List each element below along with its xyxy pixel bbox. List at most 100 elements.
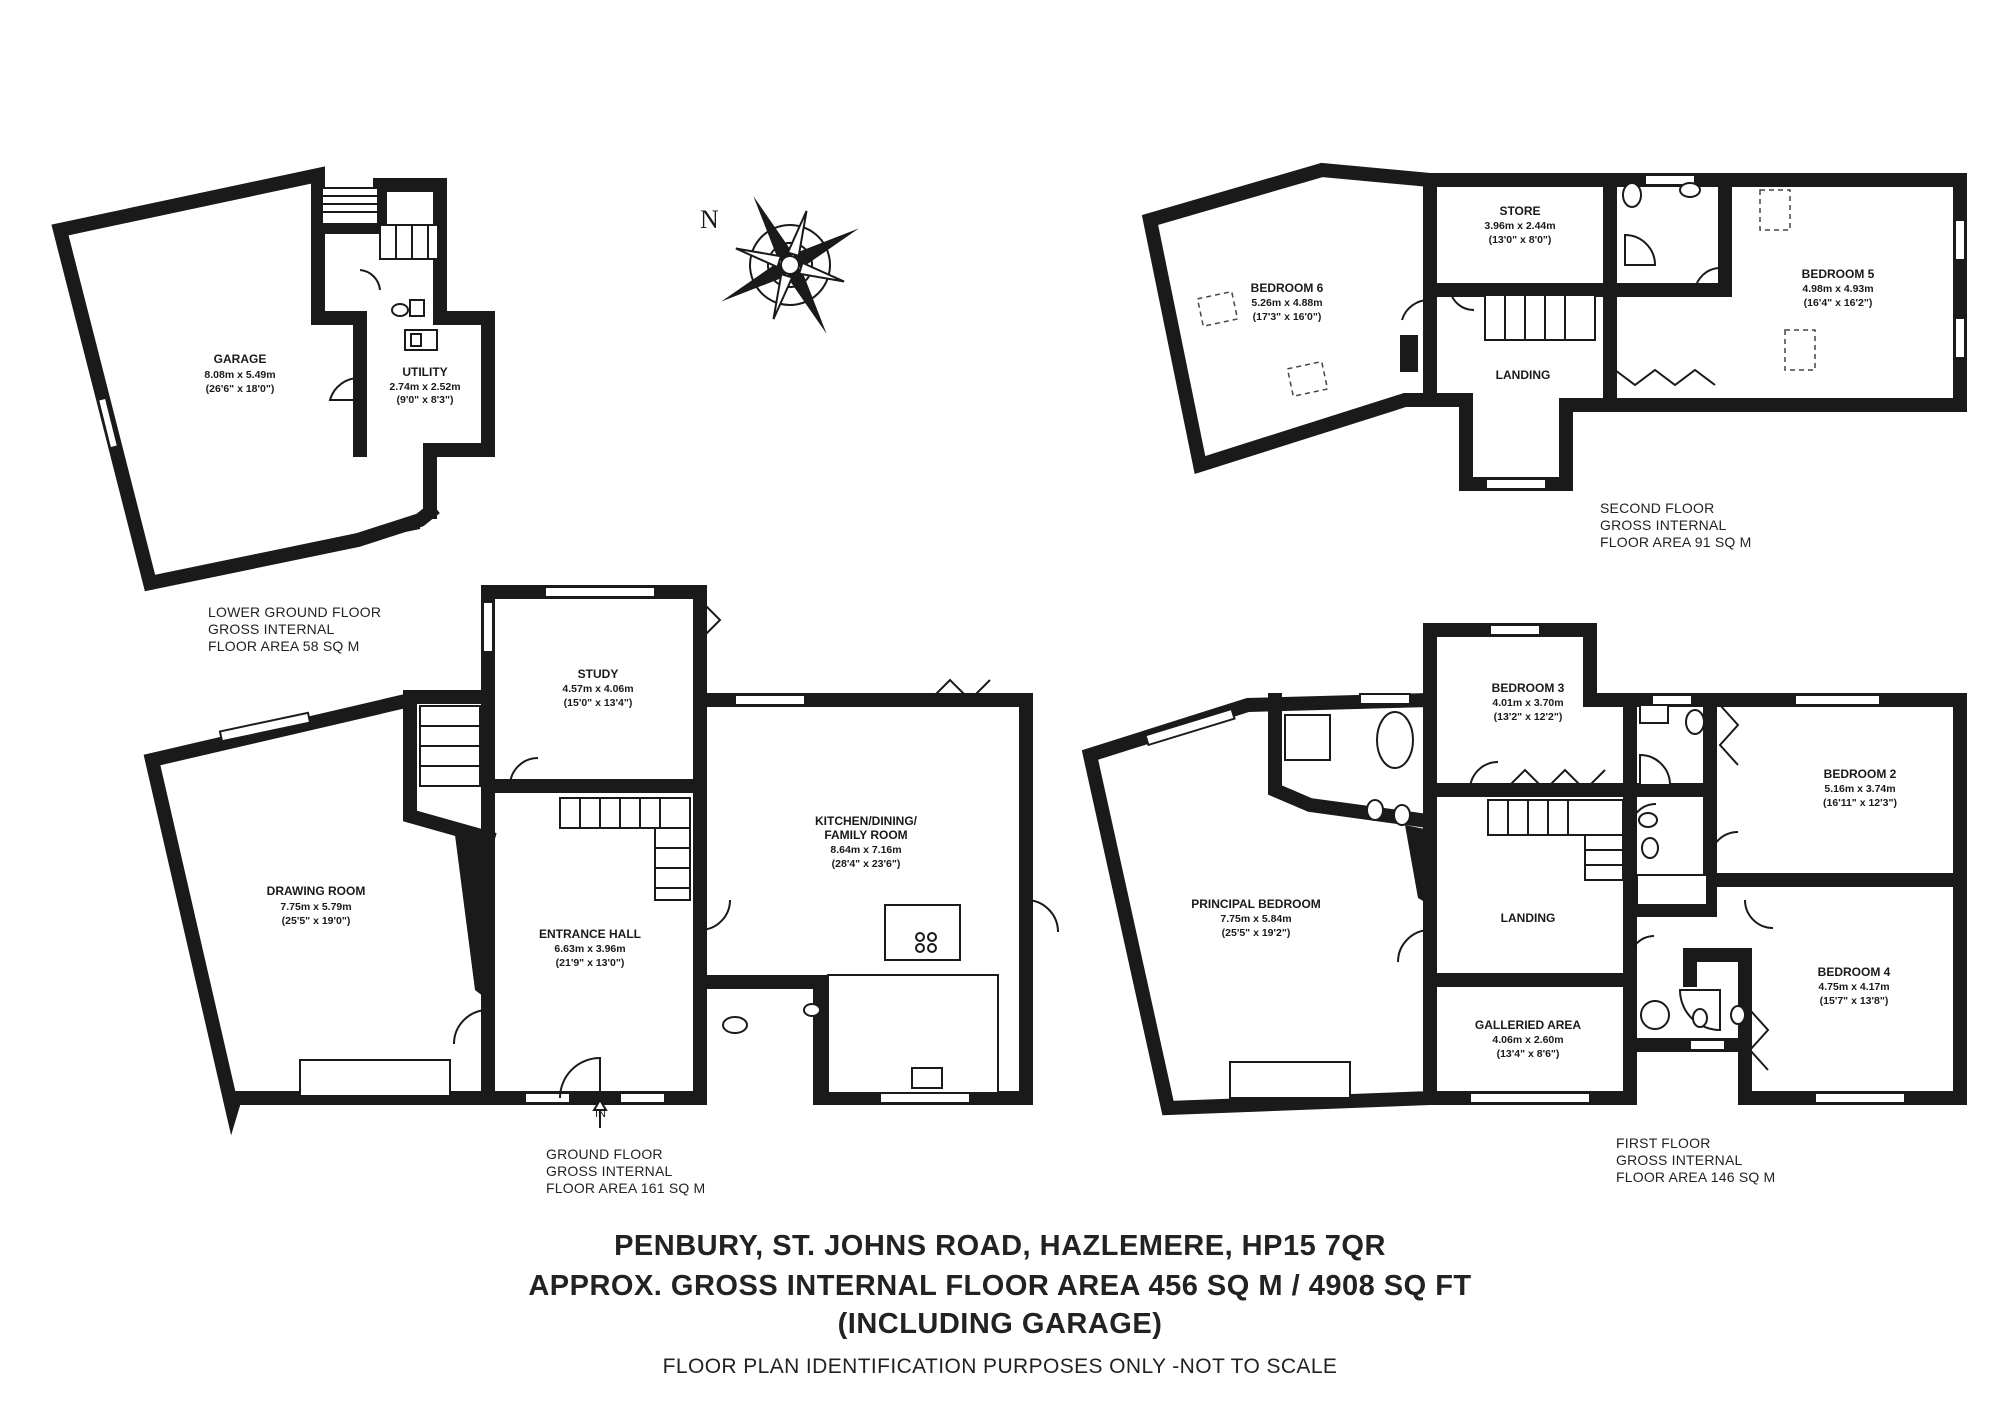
drawing-room-window-top: [218, 711, 312, 743]
bedroom4-door: [1744, 899, 1774, 929]
utility-door: [328, 376, 361, 401]
principal-bay: [1229, 1061, 1351, 1099]
room-imperial: (13'4" x 8'6"): [1497, 1048, 1560, 1060]
room-imperial: (17'3" x 16'0"): [1253, 311, 1322, 323]
room-metric: 4.57m x 4.06m: [562, 683, 633, 695]
kitchen-door: [699, 899, 731, 931]
bedroom2-door: [1709, 831, 1739, 861]
ground-stairs: [559, 797, 691, 901]
landing1-wall: [1423, 783, 1637, 987]
room-metric: 7.75m x 5.84m: [1220, 913, 1291, 925]
room-name: BEDROOM 3: [1492, 681, 1565, 695]
room-label-kitchen: KITCHEN/DINING/ FAMILY ROOM 8.64m x 7.16…: [815, 814, 918, 870]
bedroom3-window: [1489, 624, 1541, 636]
bath5-fixtures: [1622, 182, 1701, 266]
room-name: UTILITY: [402, 365, 447, 379]
room-metric: 3.96m x 2.44m: [1484, 220, 1555, 232]
front-door: [559, 1056, 601, 1099]
hall-window-left: [524, 1092, 571, 1104]
first-floor-plan: [1081, 623, 1967, 1116]
skylight-icon-4: [1784, 329, 1816, 371]
ensuite-fixtures: [1284, 704, 1746, 1032]
bedroom5-wardrobe: [1614, 368, 1716, 387]
kitchen-outer-wall: [693, 693, 1033, 1105]
room-label-bedroom3: BEDROOM 3 4.01m x 3.70m (13'2" x 12'2"): [1492, 681, 1565, 723]
room-label-bedroom2: BEDROOM 2 5.16m x 3.74m (16'11" x 12'3"): [1823, 767, 1897, 809]
chimney-block: [1400, 335, 1418, 372]
floor-name: SECOND FLOOR: [1600, 500, 1715, 516]
ensuite-window: [1359, 693, 1411, 705]
utility-sink-icon: [404, 329, 438, 351]
kitchen-garden-door: [1025, 899, 1059, 933]
room-label-principal: PRINCIPAL BEDROOM 7.75m x 5.84m (25'5" x…: [1191, 897, 1321, 939]
bedroom3-door: [1469, 761, 1499, 791]
bedroom3-wall: [1423, 623, 1637, 797]
room-imperial: (25'5" x 19'2"): [1222, 927, 1291, 939]
kitchen-window-top: [734, 694, 806, 706]
bath5-window: [1644, 174, 1696, 186]
bedroom3-wardrobe: [1504, 768, 1606, 792]
principal-ensuite-wall: [1268, 693, 1428, 828]
room-name: STORE: [1499, 204, 1540, 218]
floor-subtitle: GROSS INTERNAL: [1600, 517, 1727, 533]
drawing-room-stairs: [419, 705, 481, 787]
property-address-title: PENBURY, ST. JOHNS ROAD, HAZLEMERE, HP15…: [614, 1230, 1386, 1262]
floor-label-lower-ground: LOWER GROUND FLOOR GROSS INTERNAL FLOOR …: [208, 604, 381, 655]
landing2-window: [1485, 478, 1547, 490]
room-metric: 8.64m x 7.16m: [830, 844, 901, 856]
kitchen-window-bottom: [879, 1092, 971, 1104]
room-label-galleried: GALLERIED AREA 4.06m x 2.60m (13'4" x 8'…: [1475, 1018, 1582, 1060]
ground-wc-icon: [722, 1003, 821, 1034]
room-label-entrance-hall: ENTRANCE HALL 6.63m x 3.96m (21'9" x 13'…: [539, 927, 641, 969]
room-imperial: (28'4" x 23'6"): [832, 858, 901, 870]
garage-side-window: [96, 396, 120, 450]
room-metric: 7.75m x 5.79m: [280, 901, 351, 913]
galleried-window: [1469, 1092, 1591, 1104]
room-metric: 6.63m x 3.96m: [554, 943, 625, 955]
second-floor-plan: [1141, 162, 1967, 491]
second-stairs: [1484, 294, 1596, 341]
entrance-label: IN: [595, 1108, 606, 1120]
drawing-room-inner-wall: [403, 690, 497, 847]
room-imperial: (26'6" x 18'0"): [206, 383, 275, 395]
floor-area: FLOOR AREA 161 SQ M: [546, 1180, 706, 1196]
ensuite4-wall: [1623, 948, 1752, 1052]
bedroom6-door: [1401, 298, 1431, 321]
room-name: BEDROOM 5: [1802, 267, 1875, 281]
skylight-icon-2: [1286, 360, 1329, 398]
room-name: BEDROOM 6: [1251, 281, 1324, 295]
entrance-arrow-icon: [592, 1098, 608, 1128]
room-imperial: (9'0" x 8'3"): [397, 394, 454, 406]
study-window: [544, 586, 656, 598]
room-label-landing1: LANDING: [1501, 911, 1556, 925]
room-imperial: (13'2" x 12'2"): [1494, 711, 1563, 723]
room-metric: 4.01m x 3.70m: [1492, 697, 1563, 709]
room-label-bedroom4: BEDROOM 4 4.75m x 4.17m (15'7" x 13'8"): [1818, 965, 1891, 1007]
bedroom4-wardrobe: [1748, 1009, 1770, 1071]
room-name: DRAWING ROOM: [267, 884, 366, 898]
room-imperial: (15'7" x 13'8"): [1820, 995, 1889, 1007]
principal-window-top: [1144, 707, 1236, 747]
floor-label-ground: GROUND FLOOR GROSS INTERNAL FLOOR AREA 1…: [546, 1146, 705, 1197]
floor-name: GROUND FLOOR: [546, 1146, 663, 1162]
hall-window-right: [619, 1092, 666, 1104]
room-metric: 8.08m x 5.49m: [204, 369, 275, 381]
bedroom2-wardrobe: [1718, 704, 1740, 766]
room-imperial: (16'11" x 12'3"): [1823, 797, 1897, 809]
bath5-door: [1694, 267, 1719, 291]
room-name: STUDY: [578, 667, 619, 681]
room-imperial: (15'0" x 13'4"): [564, 697, 633, 709]
room-name: ENTRANCE HALL: [539, 927, 641, 941]
bath3-window: [1651, 694, 1693, 706]
hob-icon: [915, 932, 937, 953]
room-imperial: (21'9" x 13'0"): [556, 957, 625, 969]
room-metric: 5.26m x 4.88m: [1251, 297, 1322, 309]
room-metric: 4.98m x 4.93m: [1802, 283, 1873, 295]
floor-subtitle: GROSS INTERNAL: [208, 621, 335, 637]
kitchen-bifold-door: [929, 678, 991, 702]
compass-rose-icon: [721, 196, 859, 334]
floor-area: FLOOR AREA 58 SQ M: [208, 638, 360, 654]
room-label-bedroom6: BEDROOM 6 5.26m x 4.88m (17'3" x 16'0"): [1251, 281, 1324, 323]
floor-area: FLOOR AREA 146 SQ M: [1616, 1169, 1776, 1185]
